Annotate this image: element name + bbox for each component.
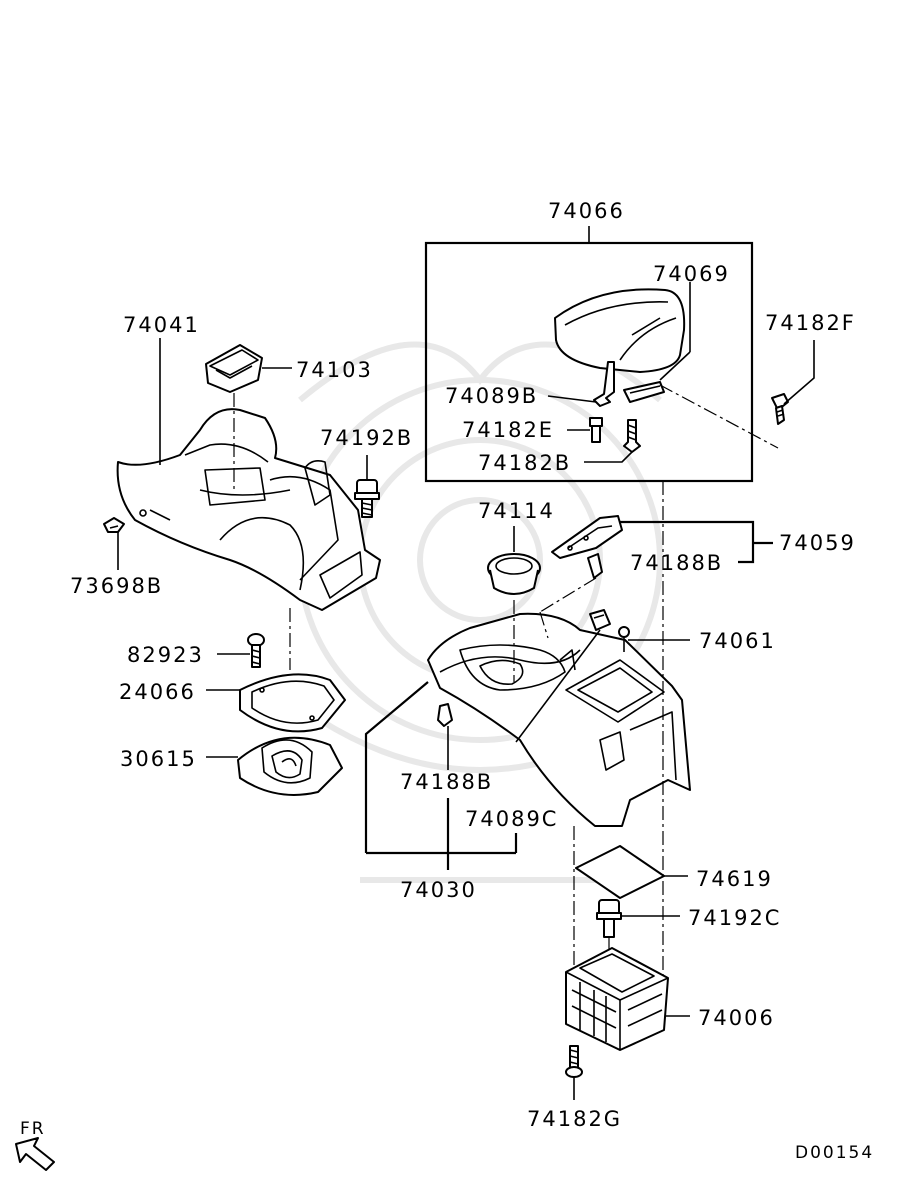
part-label-74069: 74069 [653,262,730,286]
part-label-74114: 74114 [478,499,555,523]
part-label-74188B-lower: 74188B [400,770,493,794]
clip-74188B-lower-shape [437,703,453,727]
part-label-74061: 74061 [699,629,776,653]
part-label-30615: 30615 [120,747,197,771]
part-label-74006: 74006 [698,1006,775,1030]
part-label-74182E: 74182E [462,418,554,442]
part-label-73698B: 73698B [70,574,163,598]
part-label-74188B-upper: 74188B [630,551,723,575]
diagram-code: D00154 [795,1143,874,1163]
shift-boot-30615-shape [237,736,343,796]
hinge-bracket-shape [593,361,665,407]
screw-82923-shape [247,633,265,668]
part-label-74192B: 74192B [320,426,413,450]
part-label-74041: 74041 [123,313,200,337]
part-label-74182B: 74182B [478,451,571,475]
part-label-74182F: 74182F [765,311,856,335]
armrest-lid-shape [554,288,686,373]
screw-74182G-shape [565,1045,583,1078]
bolt-74192B-shape [354,479,380,518]
part-label-82923: 82923 [127,643,204,667]
part-label-24066: 24066 [119,680,196,704]
nut-74089C-shape [589,609,611,631]
part-label-74066: 74066 [548,199,625,223]
direction-label: FR [20,1119,46,1139]
part-label-74192C: 74192C [688,906,781,930]
front-direction-arrow-icon [15,1137,55,1171]
armrest-assembly-box [424,226,754,483]
part-label-74182G: 74182G [527,1107,622,1131]
tray-74103-shape [205,344,263,393]
cup-holder-74114-shape [487,553,541,595]
part-label-74103: 74103 [296,358,373,382]
part-label-74030: 74030 [400,878,477,902]
part-label-74059: 74059 [779,531,856,555]
lid-74059-shape [551,515,623,559]
part-label-74089B: 74089B [445,384,538,408]
screw-74182B-shape [623,419,641,453]
bolt-74192C-shape [596,899,622,938]
gasket-24066-shape [239,673,346,733]
clip-74188B-upper-shape [587,553,603,579]
front-console-shape [116,408,381,611]
screw-74182F-shape [771,393,789,425]
screw-74182E-shape [589,417,603,443]
part-label-74089C: 74089C [465,807,558,831]
part-label-74619: 74619 [696,867,773,891]
pin-74061-shape [618,626,630,652]
storage-box-74006-shape [565,947,669,1051]
rear-console-shape [427,612,691,827]
clip-73698B-shape [103,517,125,533]
part-labels: 74066 74069 74182F 74089B 74182E 74182B … [20,199,874,1163]
mat-74619-shape [575,845,665,899]
